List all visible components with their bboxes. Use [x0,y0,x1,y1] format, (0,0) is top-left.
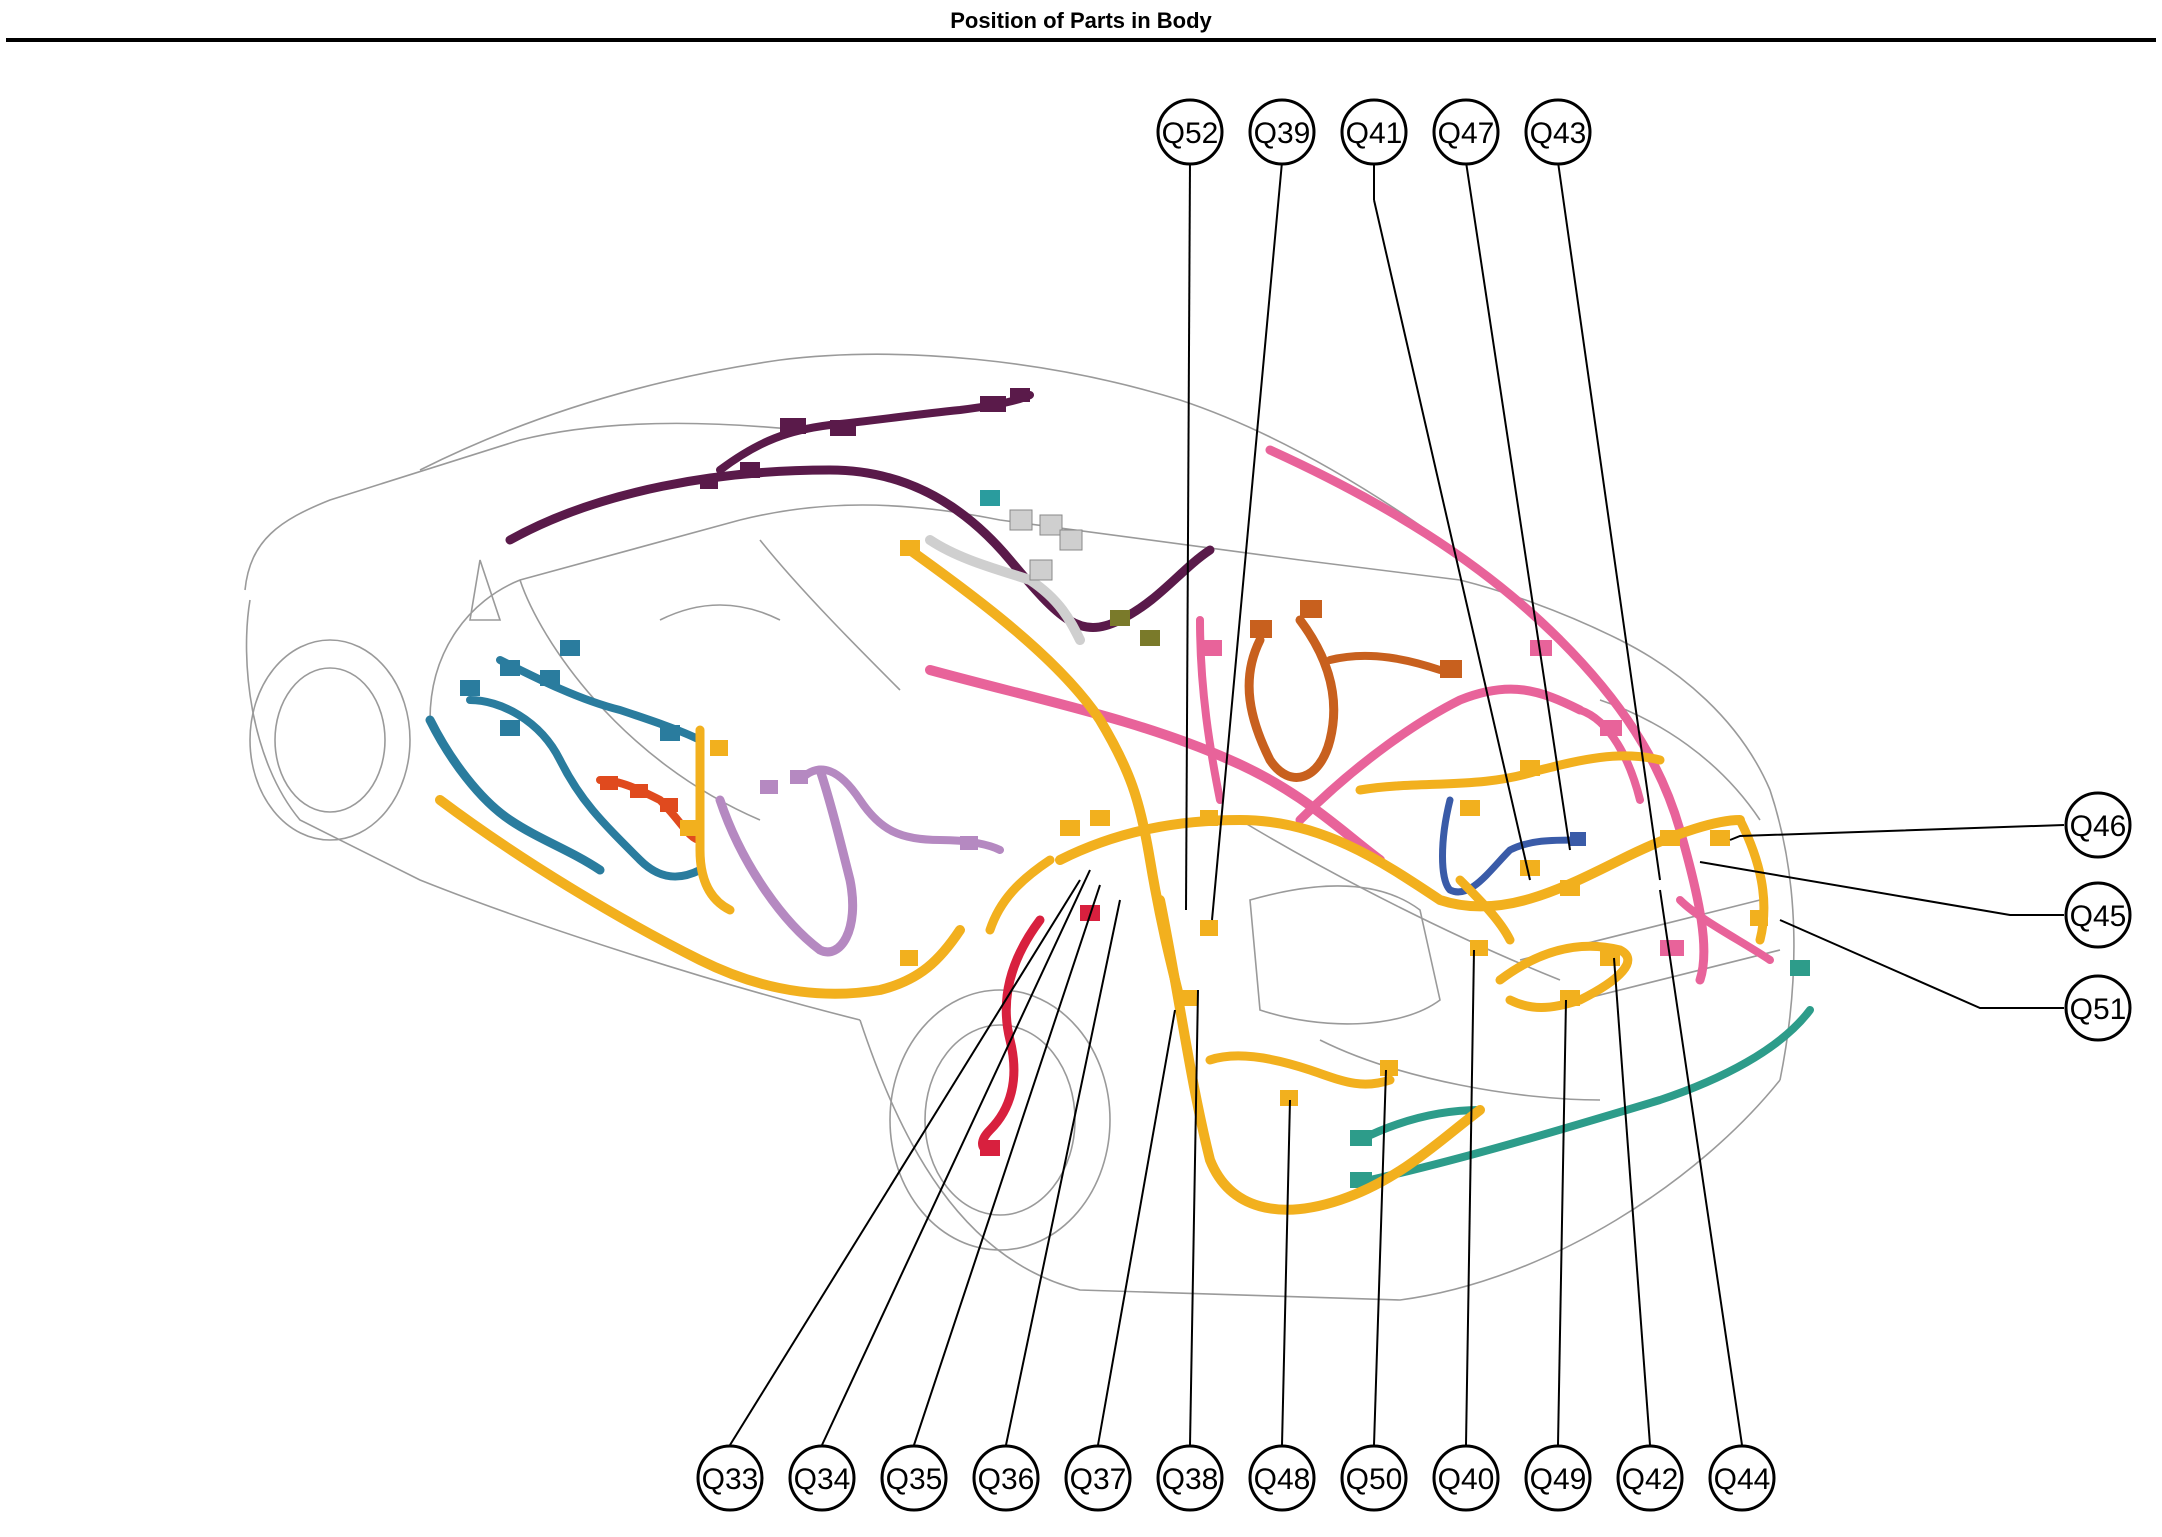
leader-q49 [1557,999,1567,1446]
leader-q38 [1189,989,1199,1446]
callout-q37[interactable]: Q37 [1064,1444,1132,1512]
callout-label: Q49 [1530,1463,1587,1496]
callout-q47[interactable]: Q47 [1432,98,1500,166]
callout-label: Q48 [1254,1463,1311,1496]
callout-q52[interactable]: Q52 [1156,98,1224,166]
callout-label: Q45 [2070,900,2127,933]
car-body-outline [244,353,1795,1301]
callout-label: Q36 [978,1463,1035,1496]
callout-label: Q38 [1162,1463,1219,1496]
callout-q38[interactable]: Q38 [1156,1444,1224,1512]
callout-q45[interactable]: Q45 [2064,881,2132,949]
wire-harness-pink [925,445,1774,985]
callout-label: Q44 [1714,1463,1771,1496]
callout-label: Q47 [1438,117,1495,150]
callout-label: Q43 [1530,117,1587,150]
leader-q40 [1465,949,1475,1446]
callout-label: Q41 [1346,117,1403,150]
wire-harness-blue [425,640,704,881]
leader-lines [729,161,2065,1446]
callout-q44[interactable]: Q44 [1708,1444,1776,1512]
leader-q43 [1557,161,1661,881]
leader-q37 [1097,1009,1176,1446]
callout-q39[interactable]: Q39 [1248,98,1316,166]
leader-q48 [1281,1099,1291,1446]
leader-q42 [1613,957,1651,1446]
leader-q50 [1373,1069,1387,1446]
wire-harness-orange [1244,600,1462,782]
leader-q52 [1185,161,1191,911]
leader-q45 [1699,861,2064,916]
leader-q47 [1465,161,1571,851]
callout-q43[interactable]: Q43 [1524,98,1592,166]
callout-q40[interactable]: Q40 [1432,1444,1500,1512]
callout-label: Q46 [2070,810,2127,843]
callout-q35[interactable]: Q35 [880,1444,948,1512]
callout-q33[interactable]: Q33 [696,1444,764,1512]
callout-q34[interactable]: Q34 [788,1444,856,1512]
callout-label: Q35 [886,1463,943,1496]
wire-harness-grey [925,490,1160,646]
callout-q41[interactable]: Q41 [1340,98,1408,166]
wire-harness-lavender [715,765,1004,957]
callout-q48[interactable]: Q48 [1248,1444,1316,1512]
leader-q34 [821,869,1091,1446]
page-title: Position of Parts in Body [950,8,1212,33]
wire-harness-roof-purple [505,388,1215,632]
leader-q51 [1779,919,2064,1009]
leader-q39 [1211,161,1283,921]
callout-label: Q33 [702,1463,759,1496]
callout-q50[interactable]: Q50 [1340,1444,1408,1512]
callout-q46[interactable]: Q46 [2064,791,2132,859]
callout-q36[interactable]: Q36 [972,1444,1040,1512]
wire-harness-yellow [435,540,1769,1215]
callout-q49[interactable]: Q49 [1524,1444,1592,1512]
callout-label: Q34 [794,1463,851,1496]
callout-q42[interactable]: Q42 [1616,1444,1684,1512]
callout-label: Q50 [1346,1463,1403,1496]
callout-label: Q52 [1162,117,1219,150]
callout-label: Q39 [1254,117,1311,150]
wire-harness-red [978,905,1100,1156]
callout-q51[interactable]: Q51 [2064,974,2132,1042]
leader-q35 [913,884,1101,1446]
wire-harness-navy [1439,796,1586,896]
leader-q44 [1659,889,1743,1446]
title-rule [6,38,2156,42]
leader-q46 [1729,824,2065,841]
callout-label: Q37 [1070,1463,1127,1496]
leader-q33 [729,879,1081,1446]
leader-q41b [1373,199,1531,881]
leader-q36 [1005,899,1121,1446]
callout-label: Q42 [1622,1463,1679,1496]
callout-label: Q40 [1438,1463,1495,1496]
callout-label: Q51 [2070,993,2127,1026]
